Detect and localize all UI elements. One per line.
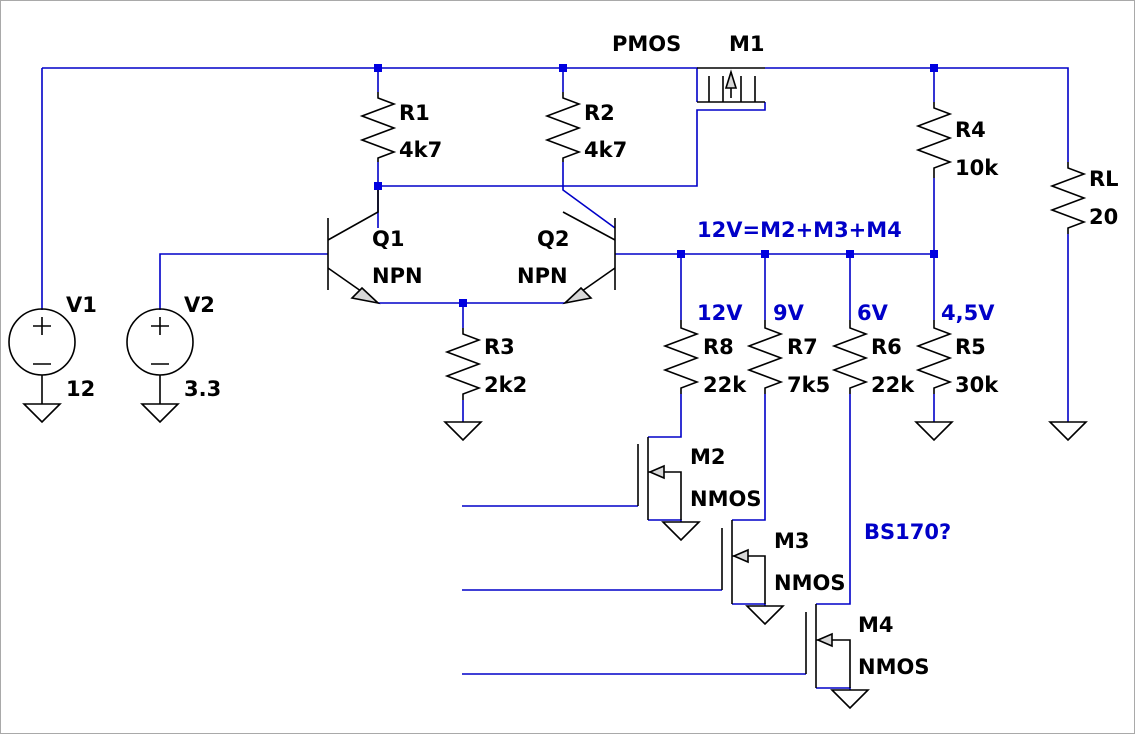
label-m2-type: NMOS — [690, 487, 761, 511]
note-6v: 6V — [857, 301, 889, 325]
label-m3-type: NMOS — [774, 571, 845, 595]
ground-icon — [22, 403, 62, 424]
junctions — [374, 64, 938, 307]
label-v1-name: V1 — [66, 293, 97, 317]
wire-top-rail-right — [765, 67, 1069, 162]
label-r6-name: R6 — [871, 335, 902, 359]
label-m1-type: PMOS — [612, 32, 681, 56]
label-r5-name: R5 — [955, 335, 986, 359]
label-r1-value: 4k7 — [399, 138, 442, 162]
note-9v: 9V — [773, 301, 805, 325]
label-r4-name: R4 — [955, 118, 986, 142]
label-m4-type: NMOS — [858, 655, 929, 679]
label-r4-value: 10k — [955, 156, 999, 180]
label-r2-name: R2 — [584, 101, 615, 125]
label-v2-value: 3.3 — [184, 377, 221, 401]
ground-icon — [443, 421, 483, 442]
label-rl-value: 20 — [1089, 205, 1118, 229]
annotations: 12V=M2+M3+M4 12V 9V 6V 4,5V BS170? — [697, 218, 995, 544]
voltage-source-v1 — [8, 308, 76, 404]
label-r1-name: R1 — [399, 101, 430, 125]
ground-icon — [1048, 421, 1088, 442]
transistor-m1 — [697, 67, 765, 103]
resistor-r7 — [746, 320, 784, 394]
wire-r8-m2 — [648, 394, 682, 438]
wire-r2-bottom — [562, 162, 616, 229]
label-q2-name: Q2 — [537, 227, 569, 251]
junction-dot — [559, 64, 567, 72]
note-sum: 12V=M2+M3+M4 — [697, 218, 902, 242]
resistor-r2 — [544, 92, 582, 162]
resistor-rl — [1049, 162, 1087, 234]
note-45v: 4,5V — [941, 301, 995, 325]
wires — [41, 67, 1069, 690]
resistor-r1 — [359, 92, 397, 162]
junction-dot — [374, 64, 382, 72]
transistor-m2 — [637, 437, 682, 520]
label-q1-type: NPN — [372, 264, 423, 288]
note-part: BS170? — [864, 520, 951, 544]
junction-dot — [459, 299, 467, 307]
label-m4-name: M4 — [858, 613, 894, 637]
junction-dot — [930, 250, 938, 258]
label-r5-value: 30k — [955, 373, 999, 397]
transistor-q2 — [562, 211, 616, 305]
resistor-r3 — [444, 328, 482, 400]
component-labels: V1 12 V2 3.3 R1 4k7 R2 4k7 R3 2k2 R4 10k… — [66, 32, 1119, 679]
label-r2-value: 4k7 — [584, 138, 627, 162]
wire-q1-base — [159, 253, 328, 310]
wire-r6-m4 — [816, 394, 851, 605]
label-r7-value: 7k5 — [787, 373, 830, 397]
junction-dot — [930, 64, 938, 72]
resistor-r6 — [831, 320, 869, 394]
resistor-r8 — [662, 320, 700, 394]
ground-icon — [745, 605, 785, 626]
resistor-r4 — [915, 102, 953, 178]
transistor-q1 — [327, 190, 381, 305]
label-r8-name: R8 — [703, 335, 734, 359]
resistors — [359, 92, 1087, 400]
junction-dot — [761, 250, 769, 258]
ground-icon — [661, 521, 701, 542]
ground-icon — [140, 403, 180, 424]
label-r3-value: 2k2 — [484, 373, 527, 397]
junction-dot — [846, 250, 854, 258]
ground-icon — [914, 421, 954, 442]
label-rl-name: RL — [1089, 167, 1119, 191]
label-q1-name: Q1 — [372, 227, 404, 251]
wire-top-rail-left — [42, 67, 698, 102]
label-q2-type: NPN — [517, 264, 568, 288]
label-m1-name: M1 — [729, 32, 765, 56]
transistor-m4 — [805, 604, 851, 688]
note-12v: 12V — [697, 301, 743, 325]
label-m2-name: M2 — [690, 445, 726, 469]
label-v2-name: V2 — [184, 293, 215, 317]
label-r6-value: 22k — [871, 373, 915, 397]
ground-icon — [830, 689, 870, 710]
wire-m1-gate — [378, 102, 766, 187]
resistor-r5 — [915, 320, 953, 394]
label-r3-name: R3 — [484, 335, 515, 359]
label-r7-name: R7 — [787, 335, 818, 359]
transistor-m3 — [721, 520, 766, 604]
wire-r7-m3 — [732, 394, 766, 521]
voltage-source-v2 — [126, 308, 194, 404]
label-m3-name: M3 — [774, 529, 810, 553]
junction-dot — [374, 182, 382, 190]
label-v1-value: 12 — [66, 377, 95, 401]
junction-dot — [677, 250, 685, 258]
ground-symbols — [22, 403, 1088, 710]
label-r8-value: 22k — [703, 373, 747, 397]
